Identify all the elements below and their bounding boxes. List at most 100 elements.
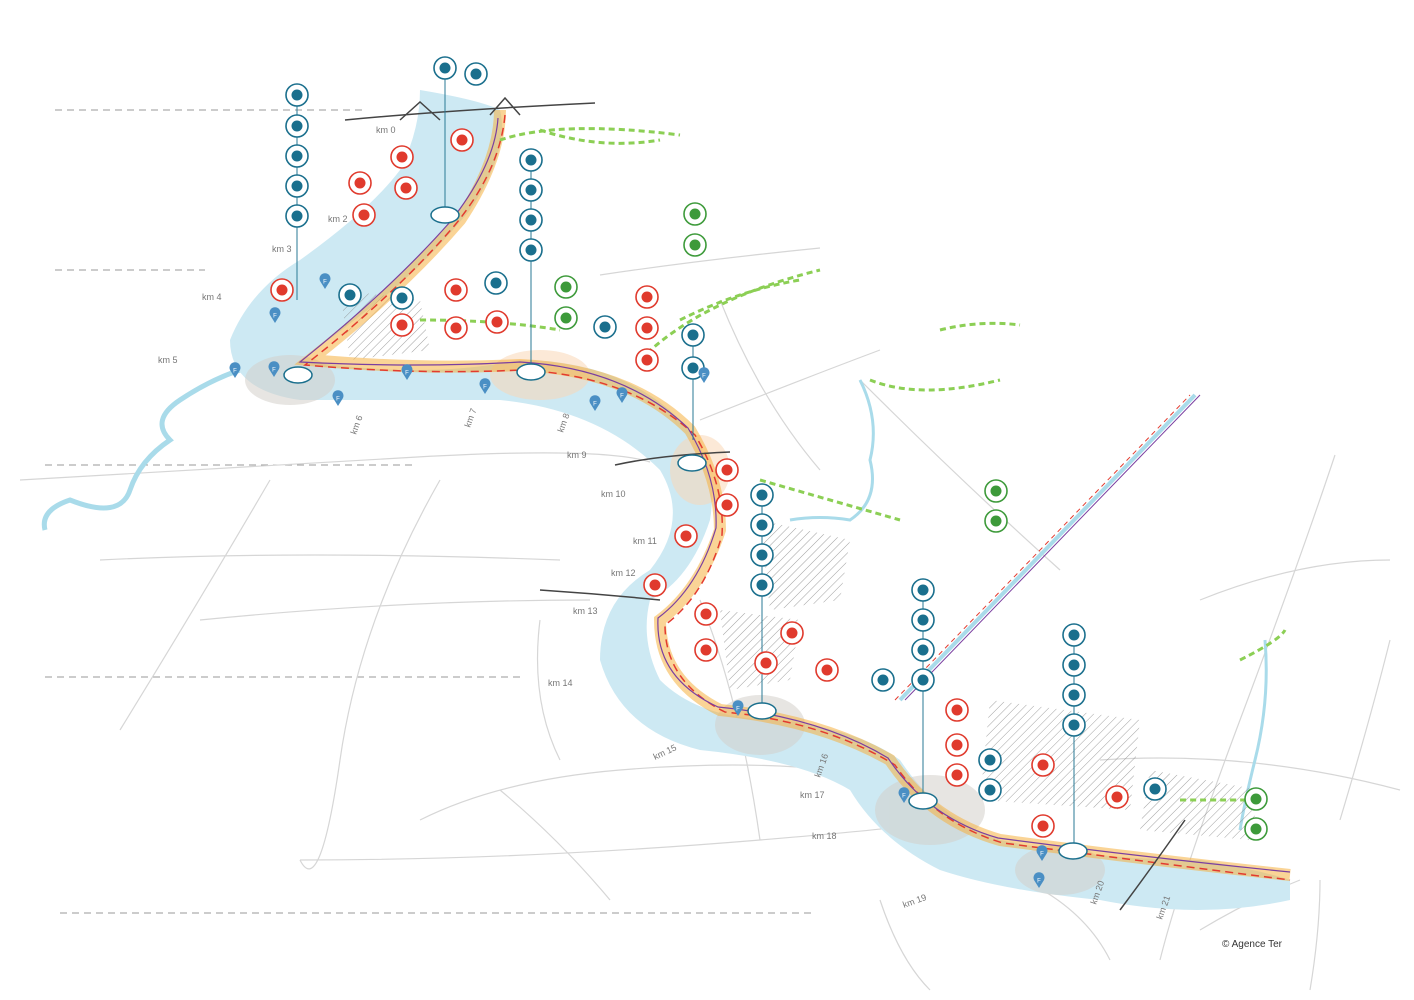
ferry-pin-icon: [589, 395, 601, 411]
green-paths: [419, 127, 1287, 802]
swing-glyph: [951, 704, 963, 716]
ferry-pin-label: F: [233, 369, 237, 375]
ferry-pin-label: F: [1040, 852, 1044, 858]
tools-glyph: [680, 530, 692, 542]
svg-text:km 15: km 15: [652, 742, 678, 761]
tent-glyph: [1149, 783, 1161, 795]
weather-hat-glyph: [525, 214, 537, 226]
shopping-cart-glyph: [291, 89, 303, 101]
teapot-glyph: [525, 154, 537, 166]
svg-text:km 12: km 12: [611, 568, 636, 578]
tools-glyph: [721, 499, 733, 511]
swing-glyph: [649, 579, 661, 591]
red-activity-icons: [270, 128, 1129, 838]
weather-hat-glyph: [756, 549, 768, 561]
lotus-glyph: [721, 464, 733, 476]
lotus-glyph: [760, 657, 772, 669]
tributary-stream: [41, 367, 241, 531]
ferry-pin-label: F: [272, 368, 276, 374]
svg-text:km 10: km 10: [601, 489, 626, 499]
swing-glyph: [400, 182, 412, 194]
green-mobility-icons: [554, 202, 1268, 841]
svg-text:km 7: km 7: [462, 407, 478, 429]
swimmer-glyph: [358, 209, 370, 221]
shopping-cart-glyph: [917, 644, 929, 656]
weather-hat-glyph: [877, 674, 889, 686]
dragon-glyph: [1068, 629, 1080, 641]
film-clapper-glyph: [756, 519, 768, 531]
shopping-cart-glyph: [984, 754, 996, 766]
film-clapper-glyph: [1068, 719, 1080, 731]
ferry-pin-icon: [1033, 872, 1045, 888]
svg-text:km 18: km 18: [812, 831, 837, 841]
tools-glyph: [821, 664, 833, 676]
svg-text:km 9: km 9: [567, 450, 587, 460]
svg-text:km 8: km 8: [555, 412, 571, 434]
ferry-pin-label: F: [273, 314, 277, 320]
reference-dashes: [45, 109, 815, 914]
bridges: [344, 96, 1186, 911]
swimmer-glyph: [700, 608, 712, 620]
ferry-pin-label: F: [593, 402, 597, 408]
ferry-pin-label: F: [336, 397, 340, 403]
swimmer-glyph: [951, 739, 963, 751]
ferry-pin-label: F: [620, 394, 624, 400]
tools-glyph: [396, 319, 408, 331]
lotus-glyph: [396, 151, 408, 163]
pedestrian-glyph: [560, 312, 572, 324]
dancer-glyph: [786, 627, 798, 639]
pedestrian-glyph: [689, 239, 701, 251]
lotus-glyph: [1111, 791, 1123, 803]
svg-text:km 11: km 11: [633, 536, 657, 546]
film-clapper-glyph: [344, 289, 356, 301]
tools-glyph: [354, 177, 366, 189]
dragon-glyph: [599, 321, 611, 333]
tools-glyph: [641, 354, 653, 366]
dancer-glyph: [1037, 759, 1049, 771]
tent-glyph: [687, 329, 699, 341]
svg-text:km 3: km 3: [272, 244, 292, 254]
svg-text:km 14: km 14: [548, 678, 573, 688]
ferry-pin-icon: [1036, 845, 1048, 861]
transit-corridor: [894, 393, 1201, 702]
tent-glyph: [470, 68, 482, 80]
ferry-pin-label: F: [323, 280, 327, 286]
promenade-purple: [298, 117, 1291, 873]
dancer-glyph: [700, 644, 712, 656]
lotus-glyph: [641, 322, 653, 334]
weather-hat-glyph: [917, 614, 929, 626]
dancer-glyph: [641, 291, 653, 303]
svg-text:km 6: km 6: [348, 414, 364, 436]
film-clapper-glyph: [291, 210, 303, 222]
plaza-ovals: [283, 206, 1088, 860]
teapot-glyph: [687, 362, 699, 374]
ferry-pin-icon: [732, 700, 744, 716]
svg-text:km 13: km 13: [573, 606, 598, 616]
ferry-pin-icon: [332, 390, 344, 406]
film-clapper-glyph: [917, 584, 929, 596]
pedestrian-glyph: [990, 515, 1002, 527]
ferry-pin-icon: [229, 362, 241, 378]
ferry-pin-label: F: [1037, 879, 1041, 885]
weather-hat-glyph: [396, 292, 408, 304]
credit-text: © Agence Ter: [1222, 939, 1282, 950]
film-clapper-glyph: [525, 184, 537, 196]
ferry-pin-icon: [269, 307, 281, 323]
ferry-pin-icon: [319, 273, 331, 289]
promenade-red: [303, 114, 1291, 881]
lotus-glyph: [450, 284, 462, 296]
cyclist-glyph: [689, 208, 701, 220]
swing-glyph: [450, 322, 462, 334]
dragon-glyph: [291, 120, 303, 132]
ferry-pin-icon: [616, 387, 628, 403]
road-network: [19, 247, 1401, 991]
teapot-glyph: [1068, 689, 1080, 701]
cyclist-glyph: [560, 281, 572, 293]
shopping-cart-glyph: [756, 579, 768, 591]
ferry-pin-icon: [479, 378, 491, 394]
shopping-cart-glyph: [490, 277, 502, 289]
ferry-pin-label: F: [736, 707, 740, 713]
pedestrian-glyph: [1250, 823, 1262, 835]
